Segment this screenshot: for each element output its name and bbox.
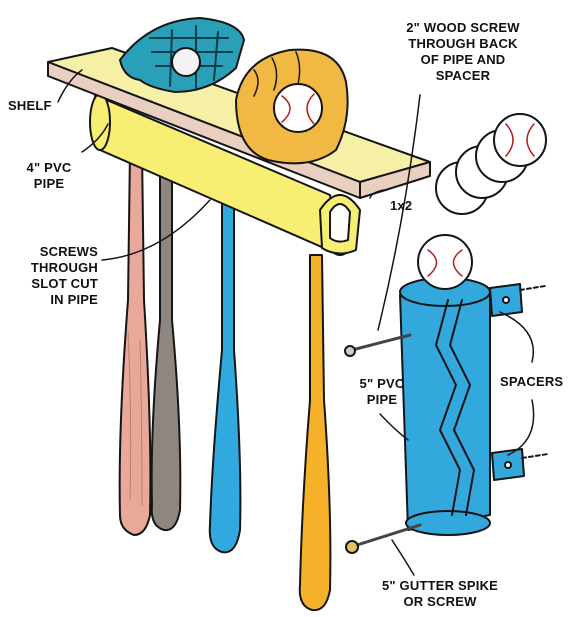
label-pvc-4-inch: 4" PVC PIPE — [10, 160, 88, 192]
label-pvc-5-inch: 5" PVC PIPE — [340, 376, 424, 408]
bat-gray — [152, 170, 181, 530]
spacer-bottom — [492, 449, 548, 480]
gutter-spike — [346, 525, 420, 553]
label-wood-screw: 2" WOOD SCREW THROUGH BACK OF PIPE AND S… — [388, 20, 538, 84]
label-one-by-two: 1x2 — [390, 198, 412, 214]
bat-blue — [210, 190, 241, 552]
spacer-top — [490, 284, 545, 316]
label-spacers: SPACERS — [500, 374, 563, 390]
label-gutter-spike: 5" GUTTER SPIKE OR SCREW — [360, 578, 520, 610]
bat-orange — [300, 255, 331, 610]
baseball-glove — [236, 50, 348, 164]
label-screws-through-slot: SCREWS THROUGH SLOT CUT IN PIPE — [6, 244, 98, 308]
wood-screw — [345, 335, 410, 356]
label-shelf: SHELF — [8, 98, 52, 114]
one-by-two-bracket — [320, 195, 360, 254]
bat-pink — [120, 150, 151, 535]
baseballs-group — [436, 114, 546, 214]
